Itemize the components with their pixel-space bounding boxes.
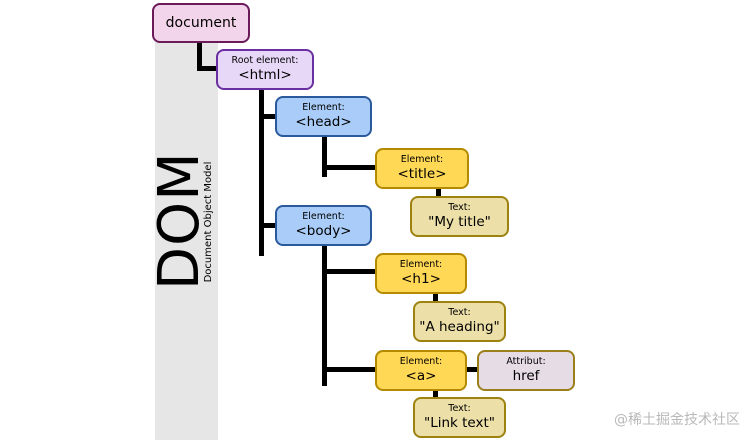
node-h1-text: Text: "A heading" [413,301,506,342]
node-a-caption: Element: [399,356,443,367]
connector-to-a [322,367,376,372]
node-h1: Element: <h1> [375,253,467,294]
node-html: Root element: <html> [216,49,314,90]
node-body-caption: Element: [302,211,345,222]
node-head: Element: <head> [275,96,372,137]
node-h1-caption: Element: [399,259,443,270]
node-title-caption: Element: [400,154,444,165]
node-body: Element: <body> [275,205,372,246]
node-document: document [152,3,250,43]
connector-a-to-text [433,389,438,399]
node-title: Element: <title> [375,148,469,189]
node-a-text-label: "Link text" [423,415,495,431]
diagram-subtitle: Document Object Model [203,161,214,283]
connector-to-body [259,223,275,228]
node-title-text-label: "My title" [428,214,491,230]
connector-to-title [322,165,376,170]
node-h1-text-caption: Text: [448,307,471,318]
node-a-text-caption: Text: [448,403,471,414]
node-head-label: <head> [295,114,352,130]
connector-to-head [259,114,275,119]
node-h1-label: <h1> [401,271,441,287]
connector-to-h1 [322,269,376,274]
node-a-attribute-caption: Attribut: [506,356,546,367]
side-band [155,42,218,440]
connector-a-to-attr [467,367,479,372]
node-title-label: <title> [397,166,447,182]
node-html-label: <html> [238,67,292,83]
connector-body-trunk [322,246,327,386]
node-body-label: <body> [295,223,352,239]
node-a-text: Text: "Link text" [413,397,506,438]
connector-document-to-html [197,66,217,71]
connector-head-trunk [322,137,327,177]
node-head-caption: Element: [302,102,345,113]
connector-document-down [197,42,202,70]
node-a-attribute-label: href [512,368,540,384]
node-html-caption: Root element: [231,55,299,66]
node-title-text: Text: "My title" [410,196,509,237]
node-a-label: <a> [405,368,437,384]
node-h1-text-label: "A heading" [419,319,500,335]
node-a: Element: <a> [375,350,467,391]
connector-title-to-text [436,188,441,198]
node-document-label: document [165,14,237,31]
node-a-attribute: Attribut: href [477,350,575,391]
connector-h1-to-text [433,293,438,303]
connector-html-trunk [259,90,264,256]
watermark: @稀土掘金技术社区 [614,412,740,428]
node-title-text-caption: Text: [448,202,471,213]
